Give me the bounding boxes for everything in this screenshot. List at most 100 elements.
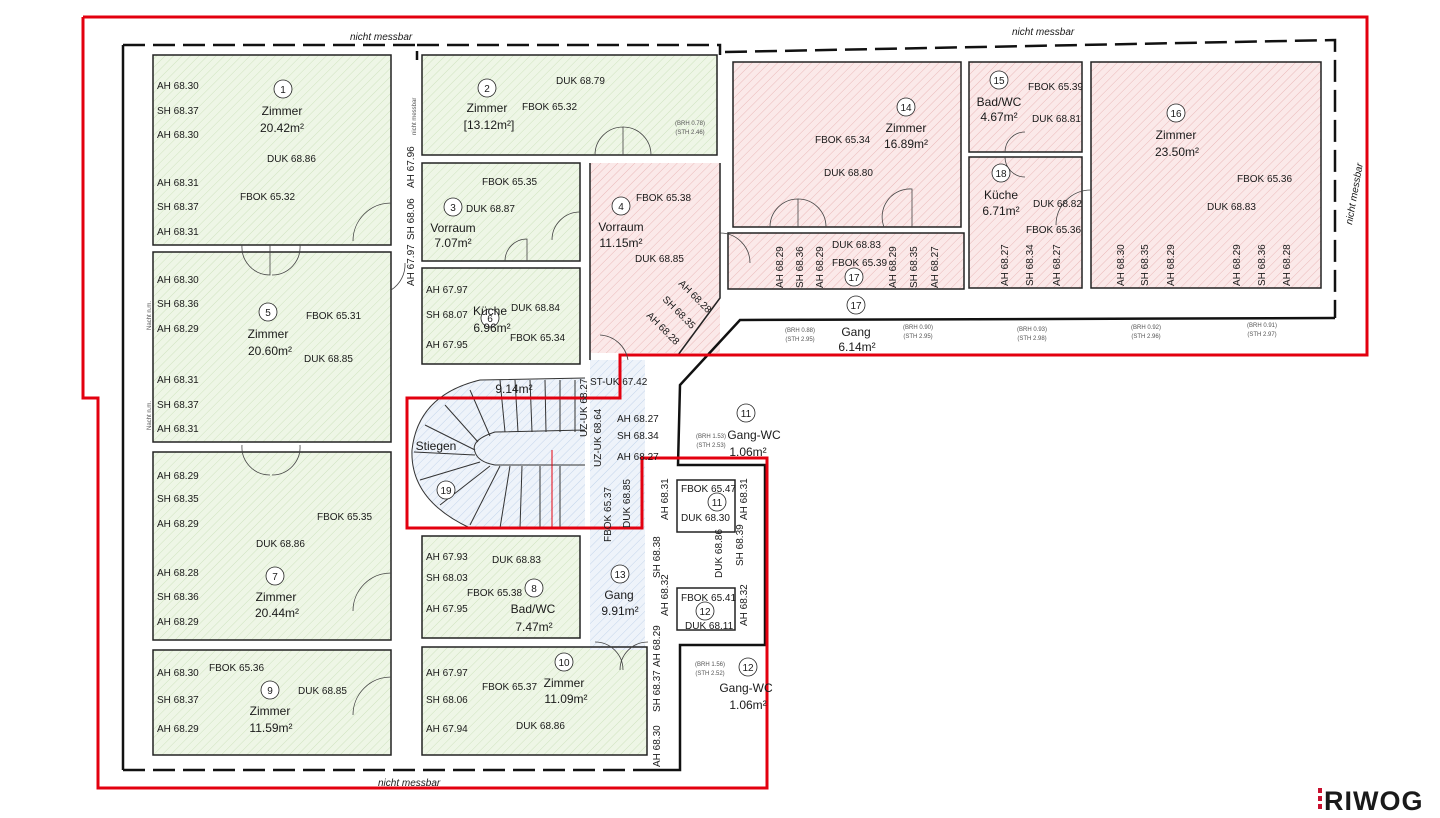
level-label: SH 68.35: [1140, 244, 1151, 286]
level-label: DUK 68.85: [635, 254, 684, 265]
level-label: DUK 68.83: [1207, 202, 1256, 213]
room-18-area: 6.71m²: [982, 204, 1019, 218]
level-label: DUK 68.83: [492, 555, 541, 566]
logo-mark: [1318, 788, 1322, 793]
level-label: UZ-UK 68.27: [579, 378, 590, 437]
level-label: (STH 2.96): [1131, 334, 1160, 340]
level-label: SH 68.36: [795, 246, 806, 288]
room-15-fill: [969, 62, 1082, 152]
level-label: FBOK 65.35: [317, 512, 372, 523]
room-7-fill: [153, 452, 391, 640]
level-label: AH 67.97: [406, 244, 417, 286]
red-outline: [81, 15, 1369, 790]
room-10-name: Zimmer: [544, 676, 585, 690]
room-2-fill: [422, 55, 717, 155]
room-9-area: 11.59m²: [249, 721, 292, 735]
level-label: (STH 2.53): [696, 443, 725, 449]
level-label: DUK 68.82: [1033, 199, 1082, 210]
level-label: DUK 68.30: [681, 513, 730, 524]
riwog-logo: RIWOG: [1318, 786, 1423, 816]
level-label: (BRH 0.91): [1247, 323, 1277, 329]
room-4-area: 11.15m²: [599, 236, 642, 250]
level-label: AH 68.31: [157, 227, 199, 238]
level-label: DUK 68.85: [304, 354, 353, 365]
level-label: AH 68.31: [739, 478, 750, 520]
level-label: AH 67.94: [426, 724, 468, 735]
level-label: SH 68.35: [157, 494, 199, 505]
level-label: UZ-UK 68.64: [593, 408, 604, 467]
level-label: AH 68.29: [157, 617, 199, 628]
level-label: AH 68.27: [1052, 244, 1063, 286]
level-label: (BRH 0.88): [785, 328, 815, 334]
room-13-name: Gang: [604, 588, 633, 602]
room-5-number: 5: [265, 308, 271, 319]
room-14-fill: [733, 62, 961, 227]
level-label: AH 68.30: [157, 81, 199, 92]
room-13-area: 9.91m²: [601, 604, 638, 618]
level-label: AH 68.29: [157, 324, 199, 335]
room-3-area: 7.07m²: [434, 236, 471, 250]
room-1-number: 1: [280, 85, 286, 96]
level-label: (BRH 0.90): [903, 325, 933, 331]
level-label: AH 68.30: [157, 130, 199, 141]
room-fills: [153, 55, 1321, 755]
level-label: AH 68.27: [617, 452, 659, 463]
level-label: SH 68.34: [1025, 244, 1036, 286]
level-label: FBOK 65.36: [1026, 225, 1081, 236]
level-label: DUK 68.86: [516, 721, 565, 732]
level-label: SH 68.39: [735, 524, 746, 566]
level-label: (STH 2.95): [903, 334, 932, 340]
level-label: AH 67.97: [426, 668, 468, 679]
level-label: FBOK 65.34: [815, 135, 870, 146]
nacht-label-1: Nacht n.m.: [147, 301, 153, 330]
level-label: SH 68.36: [157, 299, 199, 310]
level-label: DUK 68.86: [714, 529, 725, 578]
room-12-name: Gang-WC: [719, 681, 773, 695]
level-label: AH 68.29: [888, 246, 899, 288]
level-label: DUK 68.11: [685, 621, 734, 632]
room-9-name: Zimmer: [250, 704, 291, 718]
level-label: FBOK 65.37: [603, 487, 614, 542]
not-measurable-inner: nicht messbar: [412, 98, 418, 135]
room-11-number-inner: 11: [712, 498, 723, 509]
room-10-number: 10: [558, 658, 570, 669]
room-15-number: 15: [993, 76, 1005, 87]
room-6-fill: [422, 268, 580, 364]
level-label: SH 68.37: [652, 670, 663, 712]
dashed-boundary: [123, 43, 419, 60]
level-label: (STH 2.97): [1247, 332, 1276, 338]
level-label: SH 68.07: [426, 310, 468, 321]
room-3-number: 3: [450, 203, 456, 214]
level-label: SH 68.37: [157, 202, 199, 213]
level-label: FBOK 65.34: [510, 333, 565, 344]
level-label: AH 67.97: [426, 285, 468, 296]
room-19-name: Stiegen: [416, 439, 457, 453]
room-1-name: Zimmer: [262, 104, 303, 118]
not-measurable-top-right: nicht messbar: [1012, 27, 1075, 38]
level-label: AH 68.29: [157, 519, 199, 530]
room-4-number: 4: [618, 202, 624, 213]
level-label: AH 68.27: [617, 414, 659, 425]
level-label: AH 67.93: [426, 552, 468, 563]
level-label: FBOK 65.39: [1028, 82, 1083, 93]
level-label: AH 67.96: [406, 146, 417, 188]
room-12-number-inner: 12: [699, 607, 711, 618]
room-8-area: 7.47m²: [515, 620, 552, 634]
level-label: (STH 2.52): [695, 671, 724, 677]
sill-notes: (BRH 0.88) (STH 2.95) (BRH 0.90) (STH 2.…: [675, 121, 1277, 677]
level-label: AH 68.28: [157, 568, 199, 579]
room-7-name: Zimmer: [256, 590, 297, 604]
room-14-area: 16.89m²: [884, 137, 928, 151]
room-8-fill: [422, 536, 580, 638]
room-18-fill: [969, 157, 1082, 288]
level-label: FBOK 65.39: [832, 258, 887, 269]
level-label: AH 68.29: [157, 724, 199, 735]
level-label: AH 68.30: [157, 275, 199, 286]
room-11-name: Gang-WC: [727, 428, 781, 442]
level-label: FBOK 65.41: [681, 593, 736, 604]
level-label: (STH 2.46): [675, 130, 704, 136]
level-label: SH 68.36: [157, 592, 199, 603]
level-label: AH 68.31: [660, 478, 671, 520]
level-label: AH 68.29: [815, 246, 826, 288]
